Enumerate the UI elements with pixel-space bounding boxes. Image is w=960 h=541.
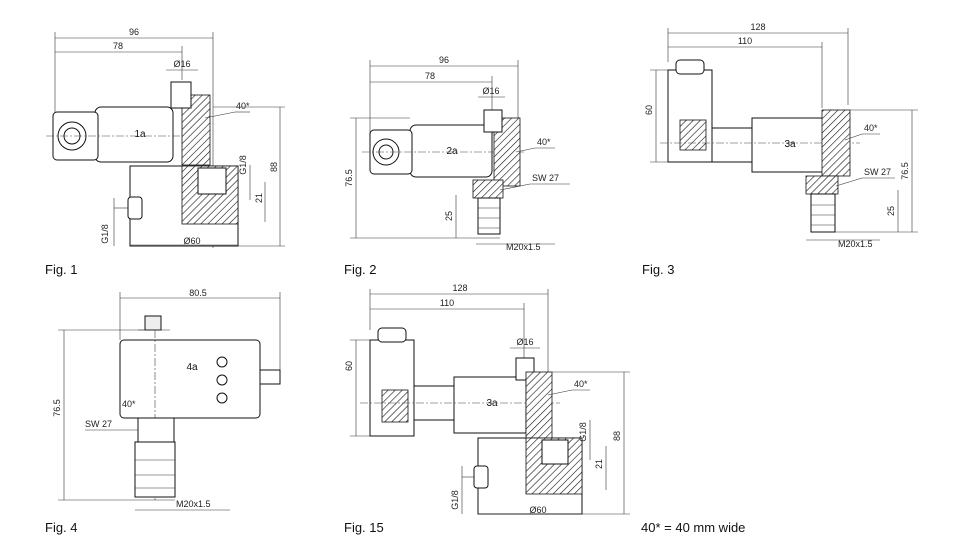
dim-128: 128 bbox=[750, 22, 765, 32]
part-label-1a: 1a bbox=[134, 129, 146, 140]
part-label-3a: 3a bbox=[486, 398, 498, 409]
dim-40-star: 40* bbox=[537, 137, 551, 147]
figure-2: 96 78 Ø16 2a 40* SW 27 76.5 25 M20x1.5 F… bbox=[344, 55, 570, 277]
dim-76-5: 76.5 bbox=[344, 169, 354, 187]
figure-caption: Fig. 3 bbox=[642, 262, 675, 277]
figure-caption: Fig. 1 bbox=[45, 262, 78, 277]
dim-d16: Ø16 bbox=[482, 86, 499, 96]
dim-110: 110 bbox=[738, 36, 752, 46]
dim-110: 110 bbox=[440, 298, 454, 308]
dim-sw27: SW 27 bbox=[532, 173, 559, 183]
figure-4: 80.5 4a 40* SW 27 76.5 M20x1.5 Fig. 4 bbox=[45, 288, 281, 535]
dim-21: 21 bbox=[254, 193, 264, 203]
part-label-2a: 2a bbox=[446, 146, 458, 157]
dim-78: 78 bbox=[113, 41, 123, 51]
dim-88: 88 bbox=[612, 431, 622, 441]
dim-40-star: 40* bbox=[574, 379, 588, 389]
figure-15: 128 110 60 3a Ø16 40* G1/8 88 21 G bbox=[344, 283, 630, 535]
dim-96: 96 bbox=[439, 55, 449, 65]
dim-m20: M20x1.5 bbox=[506, 242, 541, 252]
dim-76-5: 76.5 bbox=[52, 399, 62, 417]
dim-88: 88 bbox=[269, 162, 279, 172]
dim-d16: Ø16 bbox=[516, 337, 533, 347]
dim-21: 21 bbox=[594, 459, 604, 469]
dim-40-star: 40* bbox=[236, 101, 250, 111]
dim-g18-right: G1/8 bbox=[238, 155, 248, 175]
footnote: 40* = 40 mm wide bbox=[641, 520, 745, 535]
dim-sw27: SW 27 bbox=[864, 167, 891, 177]
dim-78: 78 bbox=[425, 71, 435, 81]
dim-g18-left: G1/8 bbox=[100, 224, 110, 244]
dim-40-star: 40* bbox=[122, 399, 136, 409]
dim-sw27: SW 27 bbox=[85, 419, 112, 429]
dim-25: 25 bbox=[444, 211, 454, 221]
dim-d60: Ø60 bbox=[183, 236, 200, 246]
part-label-4a: 4a bbox=[186, 362, 198, 373]
dim-60: 60 bbox=[344, 361, 354, 371]
figure-caption: Fig. 4 bbox=[45, 520, 78, 535]
dim-76-5: 76.5 bbox=[900, 162, 910, 180]
dim-80-5: 80.5 bbox=[189, 288, 207, 298]
dim-m20: M20x1.5 bbox=[838, 239, 873, 249]
figure-caption: Fig. 15 bbox=[344, 520, 384, 535]
dim-m20: M20x1.5 bbox=[176, 499, 211, 509]
figure-1: 96 78 Ø16 1a 40* G1/8 88 21 bbox=[45, 27, 285, 277]
dim-25: 25 bbox=[886, 206, 896, 216]
dim-d16: Ø16 bbox=[173, 59, 190, 69]
dim-60: 60 bbox=[644, 105, 654, 115]
dim-96: 96 bbox=[129, 27, 139, 37]
figure-caption: Fig. 2 bbox=[344, 262, 377, 277]
dim-g18-right: G1/8 bbox=[578, 422, 588, 442]
dim-40-star: 40* bbox=[864, 123, 878, 133]
dim-128: 128 bbox=[452, 283, 467, 293]
dim-d60: Ø60 bbox=[529, 505, 546, 515]
dim-g18-left: G1/8 bbox=[450, 490, 460, 510]
part-label-3a: 3a bbox=[784, 139, 796, 150]
figure-3: 128 110 60 3a 40* SW 27 76.5 25 M20x1. bbox=[642, 22, 918, 277]
